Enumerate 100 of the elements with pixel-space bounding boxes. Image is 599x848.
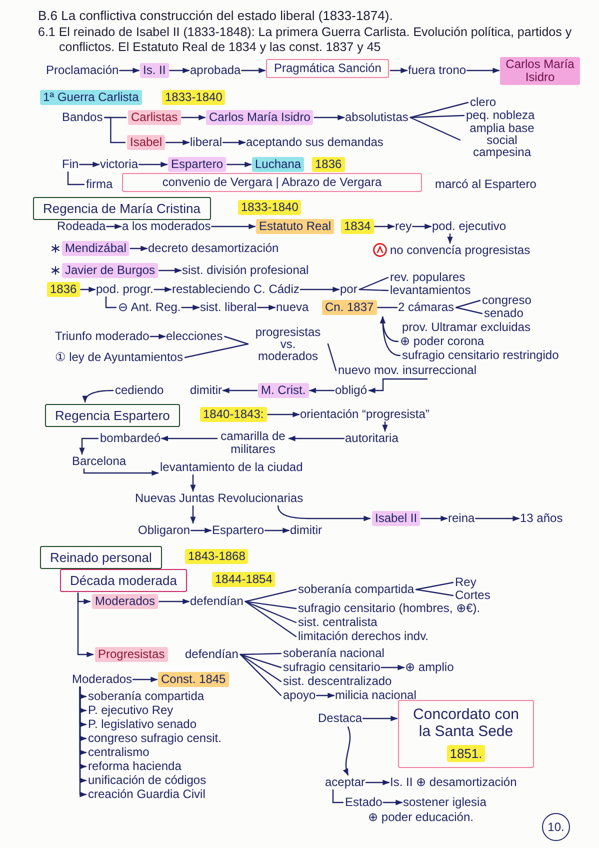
note-text: clero xyxy=(470,96,496,109)
highlighted-term: Moderados xyxy=(92,594,158,609)
note-text: Espartero xyxy=(212,524,264,537)
connector-line xyxy=(244,600,297,638)
arrow xyxy=(368,378,428,394)
arrow xyxy=(222,388,258,394)
note-text: camarilla de militares xyxy=(218,430,288,456)
highlighted-term: Luchana xyxy=(252,157,304,172)
note-text: ⊕ poder corona xyxy=(400,335,484,348)
note-text: a los moderados xyxy=(122,220,211,233)
note-text: Destaca xyxy=(318,712,362,725)
note-text: ⊖ Ant. Reg. xyxy=(118,301,181,314)
note-text: rev. populares xyxy=(390,271,466,284)
date-highlight: 1834 xyxy=(341,219,374,234)
arrow xyxy=(380,316,401,356)
arrow xyxy=(257,304,276,310)
framed-term: Pragmática Sanción xyxy=(266,59,390,78)
note-text: sostener iglesia xyxy=(403,796,486,809)
arrow xyxy=(288,436,345,442)
note-text: apoyo xyxy=(283,689,316,702)
note-text: autoritaria xyxy=(345,432,398,445)
arrow xyxy=(77,592,94,658)
note-text: victoria xyxy=(100,158,138,171)
date-highlight: 1836 xyxy=(312,157,345,172)
highlighted-term: Isabel xyxy=(127,135,166,150)
highlighted-term: Carlos María Isidro xyxy=(206,110,314,125)
arrow xyxy=(420,516,448,522)
arrow xyxy=(382,800,403,806)
date-highlight: 1844-1854 xyxy=(212,572,276,587)
note-text: senado xyxy=(484,307,524,320)
highlighted-term: M. Crist. xyxy=(258,383,309,398)
section-heading-box: Regencia Espartero xyxy=(45,404,180,427)
arrow xyxy=(264,528,290,534)
connector-line xyxy=(240,654,282,668)
arrow xyxy=(158,268,182,274)
note-text: sist. descentralizado xyxy=(283,675,392,688)
note-text: Estado xyxy=(345,796,382,809)
arrow xyxy=(79,438,99,455)
framed-term xyxy=(398,700,534,768)
connector-line xyxy=(104,116,126,144)
arrow xyxy=(165,140,190,146)
note-text: sufragio censitario restringido xyxy=(402,349,559,362)
connector-line xyxy=(332,789,344,804)
note-text: Barcelona xyxy=(72,455,126,468)
note-text: orientación “progresista” xyxy=(300,408,430,421)
connector-line xyxy=(358,276,389,290)
highlighted-term: Javier de Burgos xyxy=(62,263,158,278)
note-text: cediendo xyxy=(115,384,164,397)
note-text: milicia nacional xyxy=(335,689,416,702)
note-text: P. ejecutivo Rey xyxy=(88,704,174,717)
date-highlight: 1840-1843: xyxy=(200,407,267,422)
highlighted-term: 1ª Guerra Carlista xyxy=(40,90,142,105)
connector-line xyxy=(327,343,337,372)
note-text: no convencía progresistas xyxy=(390,244,530,257)
arrow xyxy=(79,162,100,168)
note-text: nueva xyxy=(276,301,309,314)
highlighted-term: Carlos María Isidro xyxy=(500,57,580,85)
note-text: dimitir xyxy=(190,384,222,397)
page-title: B.6 La conflictiva construcción del estado liberal (1833-1874). xyxy=(38,8,393,23)
arrow xyxy=(83,468,159,476)
connector-line xyxy=(455,300,481,308)
note-text: ⊕ amplio xyxy=(405,661,454,674)
arrow xyxy=(82,390,114,403)
connector-line xyxy=(240,652,282,656)
note-text: ① ley de Ayuntamientos xyxy=(55,351,183,364)
note-text: Obligaron xyxy=(138,524,190,537)
connector-line xyxy=(244,600,297,610)
arrow xyxy=(154,286,172,292)
note-text: Fin xyxy=(62,158,79,171)
highlighted-term: Carlistas xyxy=(128,110,181,125)
connector-line xyxy=(410,102,469,118)
section-heading-box: Regencia de María Cristina xyxy=(33,197,211,220)
note-text: centralismo xyxy=(88,746,150,759)
section-heading-box: Reinado personal xyxy=(40,546,162,569)
date-highlight: 1833-1840 xyxy=(162,90,226,105)
arrow xyxy=(150,334,166,340)
date-highlight: 1851. xyxy=(446,745,486,762)
section-heading-box: Década moderada xyxy=(60,569,187,592)
note-text: unificación de códigos xyxy=(88,774,206,787)
arrow xyxy=(267,412,300,418)
note-text: Cortes xyxy=(455,589,490,602)
connector-line xyxy=(415,582,454,590)
date-highlight: 1833-1840 xyxy=(238,200,302,215)
highlighted-term: Const. 1845 xyxy=(158,672,229,687)
note-text: pod. ejecutivo xyxy=(432,220,506,233)
note-text: Moderados xyxy=(72,673,132,686)
note-text: Rey xyxy=(455,576,476,589)
highlighted-term: Cn. 1837 xyxy=(322,300,377,315)
note-text: peq. nobleza xyxy=(466,109,535,122)
arrow xyxy=(362,716,398,722)
arrow xyxy=(119,68,140,74)
note-text: decreto desamortización xyxy=(148,242,279,255)
note-text: sufragio censitario (hombres, ⊕€). xyxy=(298,602,480,615)
note-text: defendían xyxy=(190,595,244,608)
arrow xyxy=(374,224,395,230)
note-text: por xyxy=(340,283,358,296)
note-text: marcó al Espartero xyxy=(435,178,536,191)
arrow xyxy=(314,114,345,120)
connector-line xyxy=(377,306,398,308)
highlighted-term: Is. II xyxy=(140,63,169,78)
